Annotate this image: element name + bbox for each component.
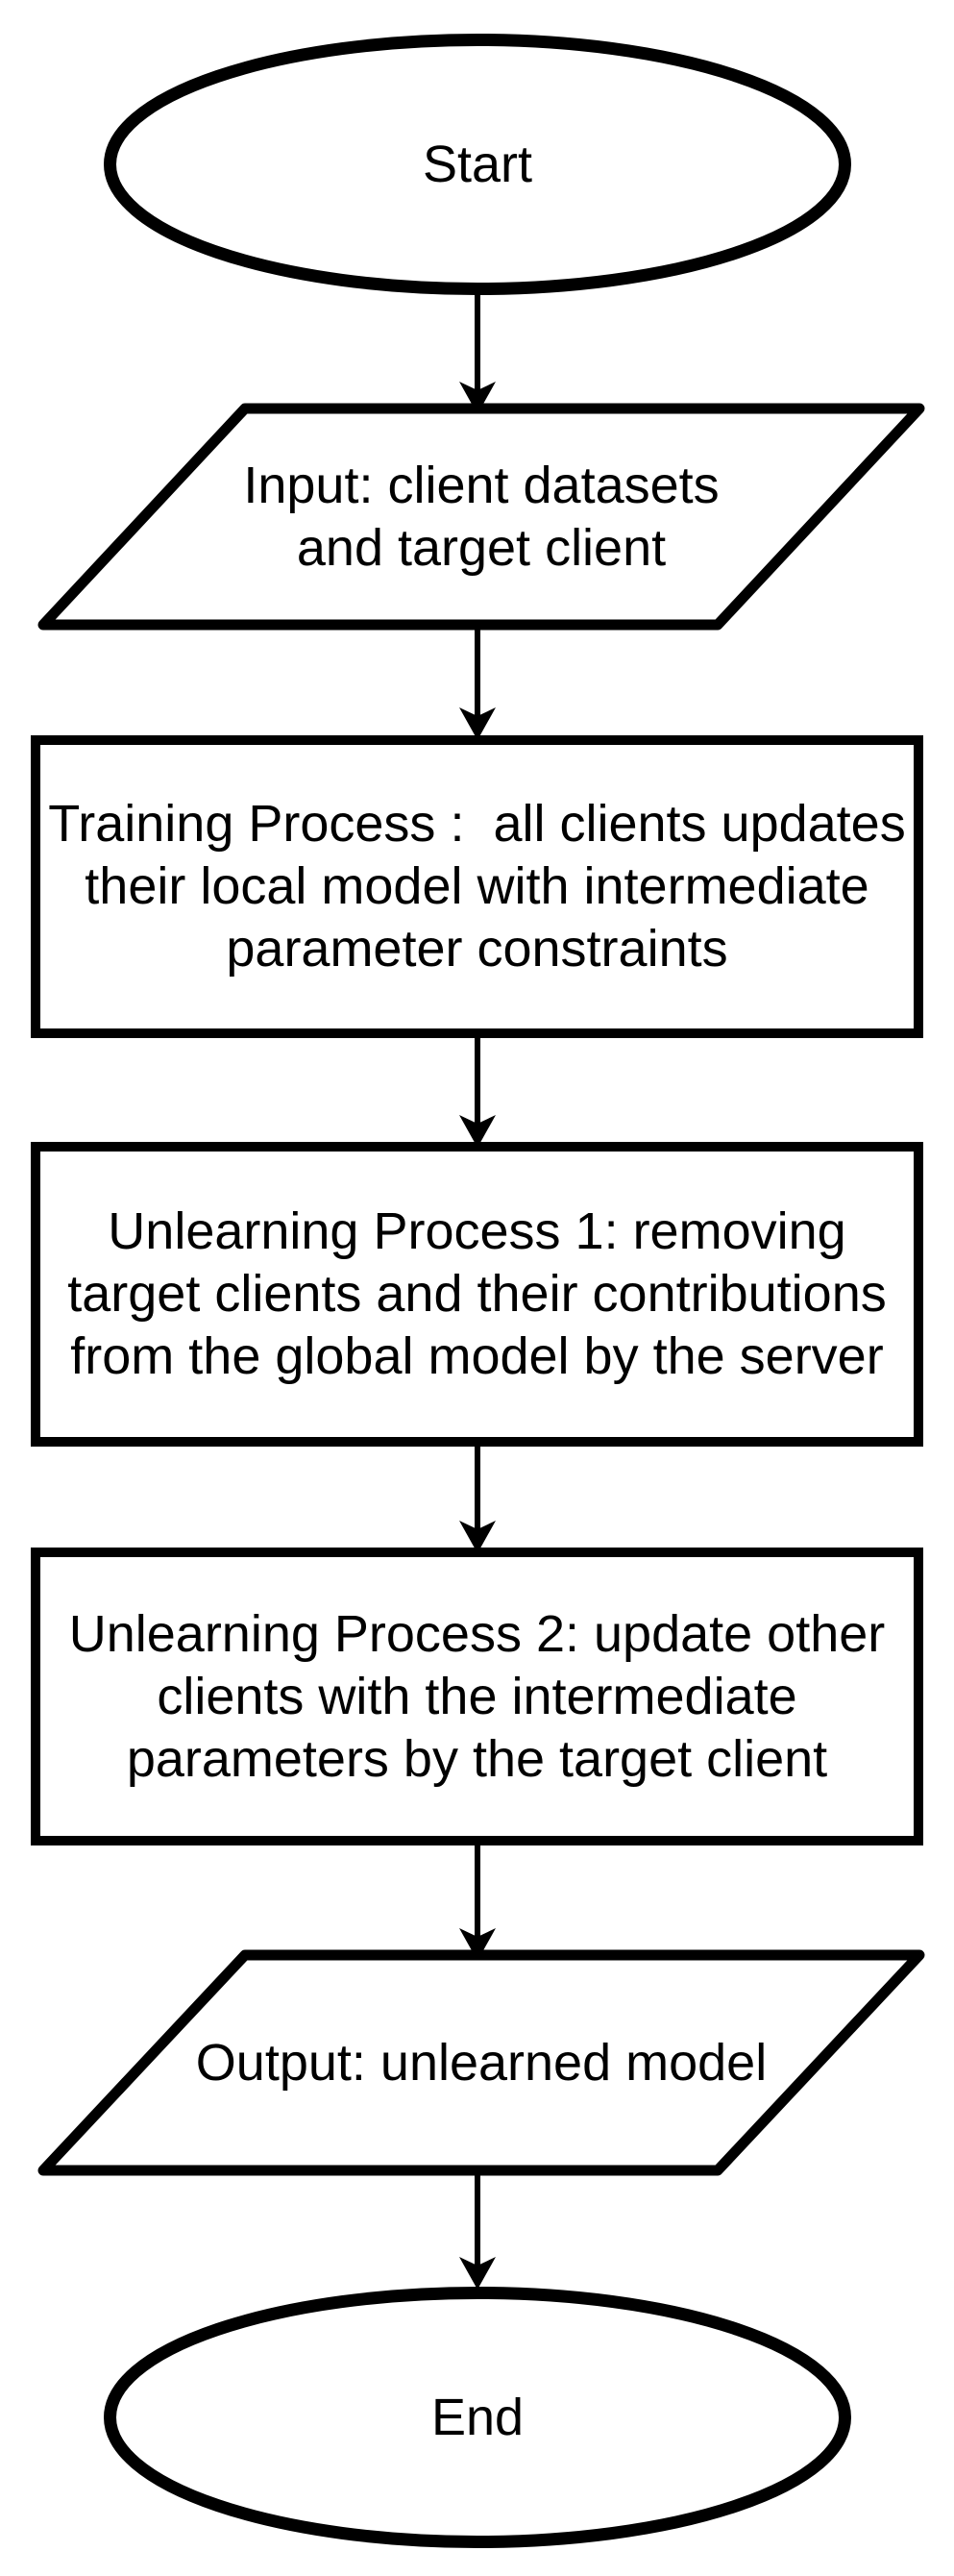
arrowhead-icon — [459, 1115, 496, 1148]
flow-arrow-unlearning-1-to-unlearning-2 — [459, 1442, 496, 1553]
flow-arrow-unlearning-2-to-output — [459, 1845, 496, 1961]
unlearning-process-1-shape — [31, 1142, 923, 1447]
arrowhead-icon — [459, 1928, 496, 1961]
arrowhead-icon — [459, 707, 496, 740]
arrowhead-icon — [459, 382, 496, 414]
flow-arrow-input-to-training — [459, 625, 496, 740]
end-terminator-shape — [104, 2287, 851, 2548]
output-io-shape — [37, 1949, 925, 2176]
start-terminator-shape — [104, 34, 851, 295]
flow-arrow-training-to-unlearning-1 — [459, 1038, 496, 1148]
training-process-shape — [31, 735, 923, 1038]
unlearning-process-2-shape — [31, 1548, 923, 1845]
flow-arrow-start-to-input — [459, 291, 496, 414]
arrowhead-icon — [459, 1521, 496, 1553]
arrowhead-icon — [459, 2257, 496, 2290]
input-io-shape — [37, 403, 925, 631]
flow-arrow-output-to-end — [459, 2170, 496, 2290]
